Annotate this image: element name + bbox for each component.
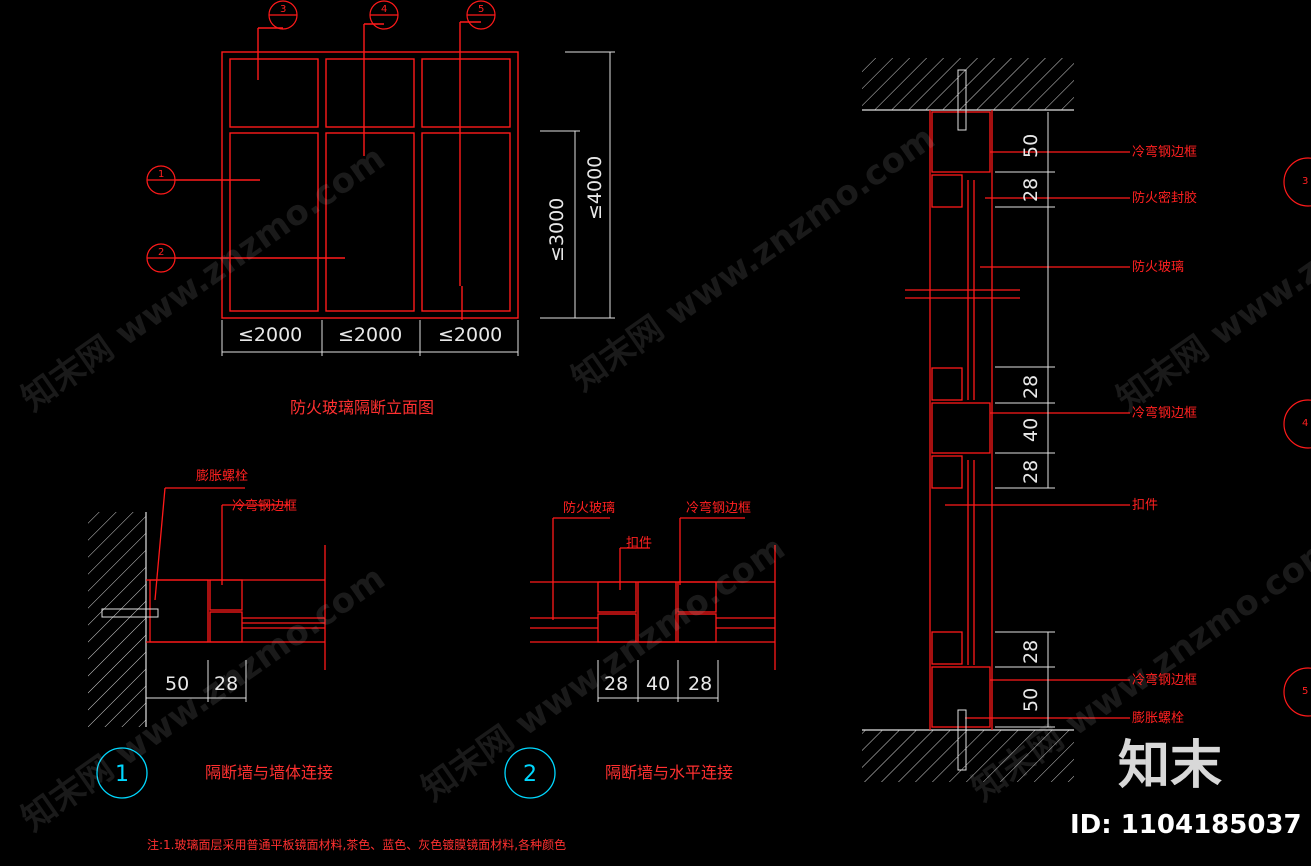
section-marker-5: 5 (1302, 686, 1309, 697)
section-label-fire-glass: 防火玻璃 (1132, 260, 1185, 275)
detail2-label-fire-glass: 防火玻璃 (563, 501, 616, 516)
brand-name: 知末 (1118, 736, 1223, 796)
detail2-title: 隔断墙与水平连接 (605, 763, 734, 782)
elevation-marker-2: 2 (158, 247, 165, 258)
section-marker-3: 3 (1302, 176, 1309, 187)
section-marker-4: 4 (1302, 418, 1309, 429)
width-dim-3: ≤2000 (438, 324, 503, 346)
detail2-label-steel-frame: 冷弯钢边框 (686, 501, 752, 516)
elevation-marker-3: 3 (280, 4, 287, 15)
width-dim-2: ≤2000 (338, 324, 403, 346)
section-label-clip: 扣件 (1132, 498, 1159, 513)
height-dim-3000: ≤3000 (546, 197, 568, 262)
section-label-anchor-bolt: 膨胀螺栓 (1132, 711, 1185, 726)
elevation-marker-5: 5 (478, 4, 485, 15)
note-line-1: 注:1.玻璃面层采用普通平板镜面材料,茶色、蓝色、灰色镀膜镜面材料,各种颜色 (147, 838, 567, 852)
detail1-dim-28: 28 (214, 673, 239, 695)
detail1-label-steel-frame: 冷弯钢边框 (232, 499, 298, 514)
detail2-number: 2 (523, 762, 537, 787)
elevation-marker-circles (146, 0, 496, 273)
section-dim-50-top: 50 (1020, 133, 1042, 158)
detail1-title: 隔断墙与墙体连接 (205, 763, 334, 782)
width-dim-1: ≤2000 (238, 324, 303, 346)
section-label-steel-frame-3: 冷弯钢边框 (1132, 673, 1198, 688)
detail2-drawing (504, 517, 776, 799)
elevation-marker-4: 4 (381, 4, 388, 15)
section-dim-40-mid: 40 (1020, 417, 1042, 442)
section-label-fire-sealant: 防火密封胶 (1132, 191, 1198, 206)
elevation-title: 防火玻璃隔断立面图 (290, 398, 435, 417)
section-dim-28-bottom: 28 (1020, 639, 1042, 664)
detail2-dim-28a: 28 (604, 673, 629, 695)
section-label-steel-frame-1: 冷弯钢边框 (1132, 145, 1198, 160)
elevation-dimension-lines (221, 51, 615, 356)
detail1-drawing (88, 487, 326, 799)
detail2-label-clip: 扣件 (626, 536, 653, 551)
section-dim-28-mid1: 28 (1020, 374, 1042, 399)
brand-id: ID: 1104185037 (1070, 810, 1302, 840)
detail1-dim-50: 50 (165, 673, 190, 695)
height-dim-4000: ≤4000 (584, 155, 606, 220)
detail1-number: 1 (115, 762, 129, 787)
section-dim-28-mid2: 28 (1020, 459, 1042, 484)
elevation-drawing (175, 21, 519, 320)
elevation-marker-1: 1 (158, 169, 165, 180)
detail2-dim-40: 40 (646, 673, 671, 695)
section-label-steel-frame-2: 冷弯钢边框 (1132, 406, 1198, 421)
section-drawing (862, 58, 1311, 782)
section-dim-50-bottom: 50 (1020, 687, 1042, 712)
section-dim-28-top: 28 (1020, 177, 1042, 202)
detail2-dim-28b: 28 (688, 673, 713, 695)
detail1-label-anchor-bolt: 膨胀螺栓 (196, 469, 249, 484)
